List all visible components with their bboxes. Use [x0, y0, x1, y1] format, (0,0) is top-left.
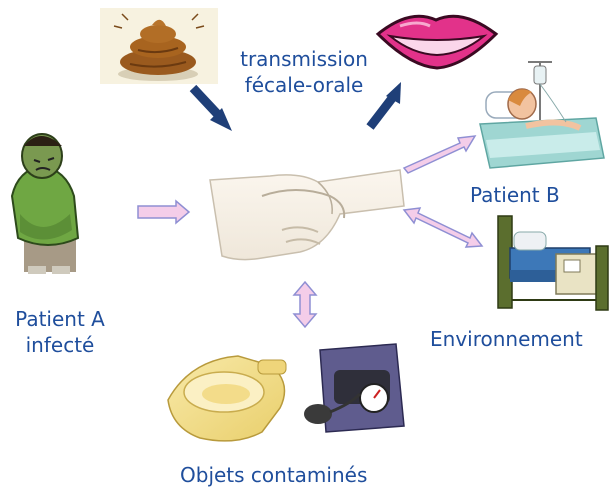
hospital-bed-icon [497, 215, 609, 311]
transmission-label-line1: transmission [240, 47, 368, 71]
environment-label: Environnement [430, 327, 583, 351]
handshake-icon [209, 169, 405, 261]
arrow-hand-to-mouth [366, 82, 401, 130]
blood-pressure-cuff-icon [304, 343, 405, 433]
objects-label: Objets contaminés [180, 463, 368, 487]
patient-b-label: Patient B [470, 183, 560, 207]
lips-icon [375, 14, 499, 70]
feces-icon [100, 8, 218, 84]
arrow-patient-a-to-hand [137, 199, 191, 225]
patient-a-label: Patient A infecté [2, 306, 118, 358]
arrow-feces-to-hand [189, 84, 232, 131]
bedpan-icon [167, 355, 287, 442]
hospital-patient-icon [479, 61, 605, 169]
transmission-label-line2: fécale-orale [244, 73, 364, 97]
patient-a-label-line2: infecté [25, 333, 95, 357]
patient-a-label-line1: Patient A [15, 307, 105, 331]
transmission-label: transmission fécale-orale [226, 46, 382, 98]
arrow-hand-to-patient-b [402, 135, 477, 174]
arrow-hand-objects [292, 280, 318, 329]
sick-man-icon [10, 133, 80, 274]
arrow-hand-environment [402, 207, 484, 248]
